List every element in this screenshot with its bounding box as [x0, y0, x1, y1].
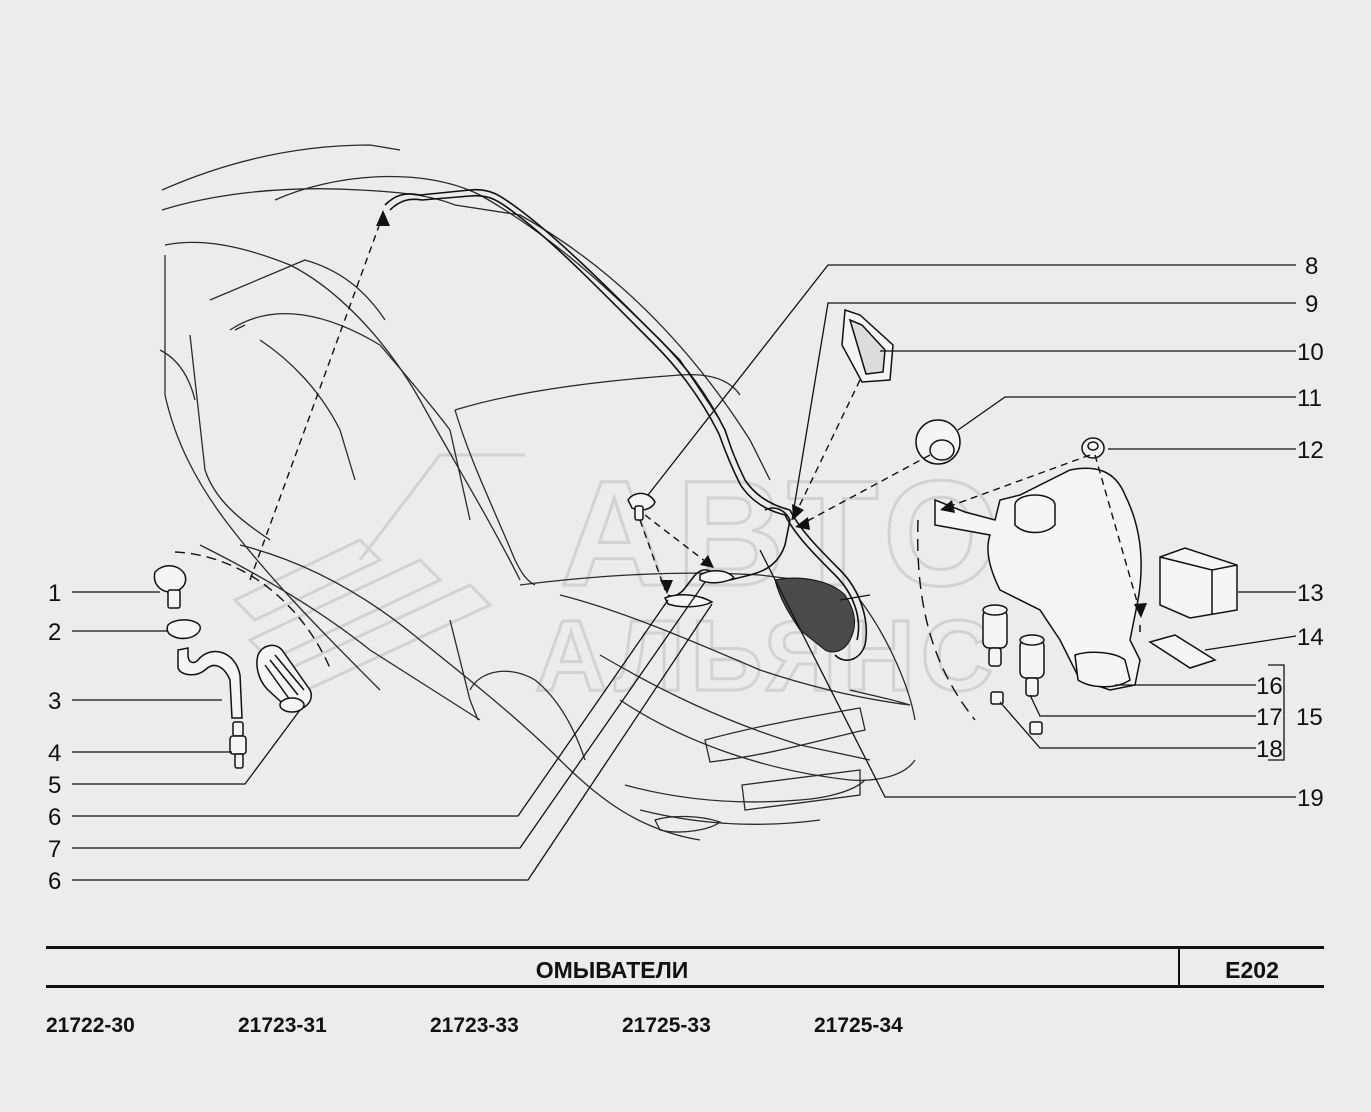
callout-8: 8	[1305, 253, 1318, 280]
callout-6b: 6	[48, 868, 61, 895]
model-code: 21725-33	[622, 1014, 711, 1037]
callout-numbers: 1 2 3 4 5 6 7 6 8 9 10 11 12 13 14 16 17…	[48, 253, 1324, 895]
callout-5: 5	[48, 772, 61, 799]
callout-12: 12	[1297, 437, 1324, 464]
part-bracket	[841, 308, 894, 383]
leader-lines	[72, 264, 1297, 881]
arrow-heads	[376, 210, 1147, 618]
assembly-arrows	[249, 214, 1141, 613]
page-title: ОМЫВАТЕЛИ	[535, 957, 689, 983]
part-reservoir	[934, 467, 1142, 691]
model-code: 21725-34	[814, 1014, 903, 1037]
callout-7: 7	[48, 836, 61, 863]
model-list: 21722-30 21723-31 21723-33 21725-33 2172…	[46, 1014, 1006, 1044]
callout-10: 10	[1297, 339, 1324, 366]
part-cap	[1081, 437, 1105, 459]
part-pad	[1148, 634, 1217, 669]
model-code: 21722-30	[46, 1014, 135, 1037]
part-plug	[990, 691, 1043, 735]
callout-15: 15	[1296, 704, 1323, 731]
part-boot	[256, 644, 312, 713]
callout-19: 19	[1297, 785, 1324, 812]
watermark: АВТО АЛЬЯНС	[232, 448, 1001, 714]
car-outline	[159, 144, 916, 841]
callout-9: 9	[1305, 291, 1318, 318]
dash-arc-front	[174, 551, 331, 669]
callout-6a: 6	[48, 804, 61, 831]
part-hose-elbow	[177, 647, 243, 719]
part-washer-jet-left	[663, 570, 736, 608]
part-grommet	[915, 419, 961, 465]
washer-insulation	[774, 577, 856, 653]
callout-3: 3	[48, 688, 61, 715]
dash-arc-rear	[917, 519, 976, 721]
title-divider	[1178, 949, 1180, 985]
callout-14: 14	[1297, 624, 1324, 651]
part-connector	[229, 721, 247, 769]
callout-17: 17	[1256, 704, 1283, 731]
callout-18: 18	[1256, 736, 1283, 763]
part-pump	[982, 604, 1045, 697]
part-nozzle	[153, 565, 187, 609]
part-hood-jet	[627, 492, 656, 521]
part-seal	[166, 619, 201, 640]
callout-4: 4	[48, 740, 61, 767]
model-code: 21723-31	[238, 1014, 327, 1037]
callout-11: 11	[1297, 385, 1322, 412]
callout-16: 16	[1256, 673, 1283, 700]
watermark-line2: АЛЬЯНС	[535, 600, 999, 712]
model-code: 21723-33	[430, 1014, 519, 1037]
part-box	[1159, 547, 1238, 619]
title-block: ОМЫВАТЕЛИ Е202	[46, 946, 1324, 988]
page-code: Е202	[1225, 957, 1279, 983]
parts-diagram: АВТО АЛЬЯНС	[48, 144, 1324, 895]
callout-13: 13	[1297, 580, 1324, 607]
callout-2: 2	[48, 619, 61, 646]
callout-1: 1	[48, 580, 61, 607]
